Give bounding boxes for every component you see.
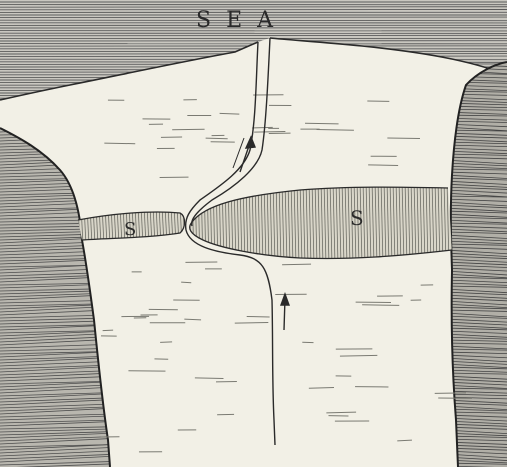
flow-arrow-upper xyxy=(233,137,255,172)
flow-arrow-lower xyxy=(281,294,289,330)
seam-left-label: S xyxy=(124,221,136,239)
sea-label: SEA xyxy=(196,10,288,32)
rock-wall-right xyxy=(445,55,507,467)
rock-wall-left xyxy=(0,115,115,467)
seam-right-label: S xyxy=(350,208,364,228)
strata-texture xyxy=(101,95,472,452)
